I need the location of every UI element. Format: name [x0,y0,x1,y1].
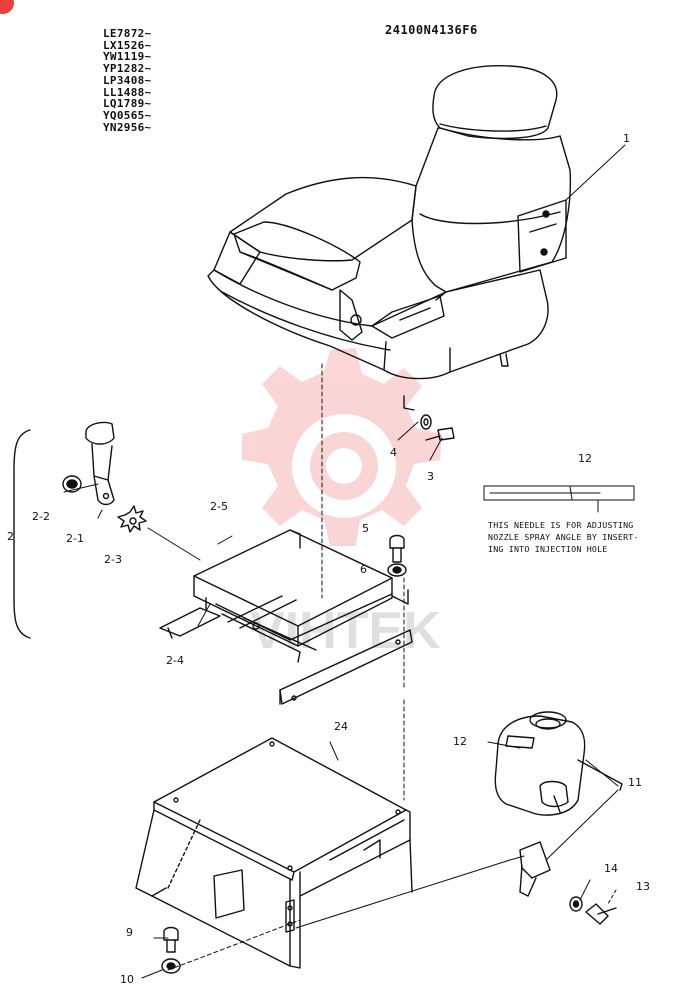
seat-assembly [207,65,572,411]
washer-14 [569,896,583,912]
serial-number-list: LE7872~ LX1526~ YW1119~ YP1282~ LP3408~ … [103,28,151,133]
watermark-gear-icon [242,348,442,546]
callout-12-tank: 12 [453,735,467,748]
bolt-3 [425,427,455,441]
bolt-13 [585,903,617,925]
callout-11: 11 [628,776,642,789]
label-plate-12 [483,485,635,513]
serial-number: YP1282~ [103,62,152,76]
slide-rail-assembly [159,529,413,705]
serial-number: YQ0565~ [103,108,152,122]
callout-2-2: 2-2 [32,510,50,523]
callout-2-3: 2-3 [104,553,122,566]
lever-2-1 [85,421,115,506]
callout-10: 10 [120,973,134,986]
callout-12-label: 12 [578,452,592,465]
callout-6: 6 [360,563,367,576]
corner-badge [0,0,14,14]
callout-4: 4 [390,446,397,459]
callout-2: 2 [7,530,14,543]
callout-13: 13 [636,880,650,893]
serial-number: LP3408~ [103,73,152,87]
washer-4 [420,414,432,430]
serial-number: YN2956~ [103,120,152,134]
callout-3: 3 [427,470,434,483]
label-12-line-2: NOZZLE SPRAY ANGLE BY INSERT- [488,532,639,542]
leader-lines [63,144,626,979]
callout-9: 9 [126,926,133,939]
grommet-2-2 [62,475,82,493]
label-12-line-3: ING INTO INJECTION HOLE [488,544,608,554]
label-12-instructions: THIS NEEDLE IS FOR ADJUSTING NOZZLE SPRA… [488,519,639,555]
serial-number: YW1119~ [103,50,152,64]
reference-number: 24100N4136F6 [385,23,478,37]
bolt-5 [389,534,405,563]
callout-2-4: 2-4 [166,654,184,667]
callout-2-1: 2-1 [66,532,84,545]
label-12-line-1: THIS NEEDLE IS FOR ADJUSTING [488,520,634,530]
bolt-9 [163,926,179,953]
callout-14: 14 [604,862,618,875]
group-bracket [13,429,31,639]
washer-6 [387,563,407,577]
serial-number: LX1526~ [103,38,152,52]
serial-number: LQ1789~ [103,97,152,111]
serial-number: LE7872~ [103,27,152,40]
callout-1: 1 [623,132,630,145]
callout-5: 5 [362,522,369,535]
seat-base-24 [135,737,413,969]
washer-tank-11 [494,711,623,897]
washer-10 [161,958,181,974]
callout-24: 24 [334,720,348,733]
watermark-text: VIHTEK [250,602,441,660]
serial-number: LL1488~ [103,85,152,99]
star-washer-2-3 [117,505,147,533]
callout-2-5: 2-5 [210,500,228,513]
